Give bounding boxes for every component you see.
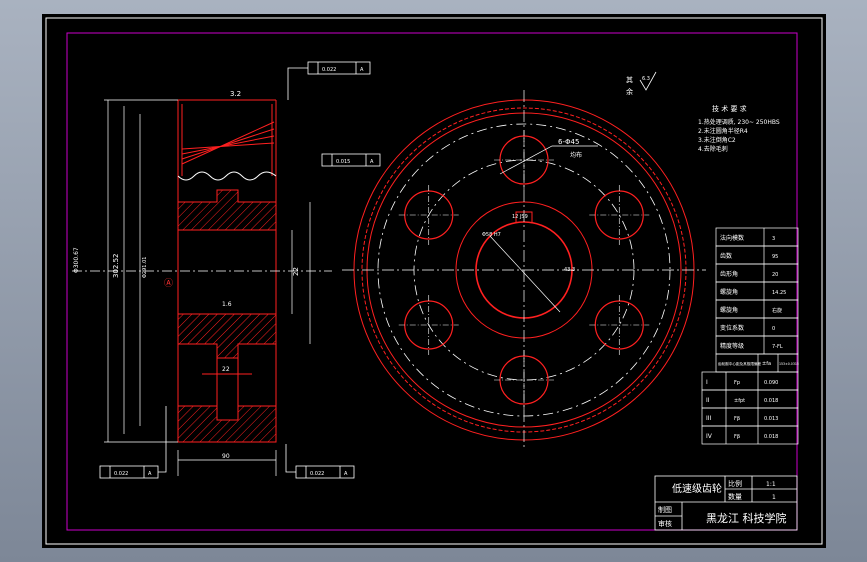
dim-fw-text: 90 bbox=[222, 453, 230, 460]
gdt-bl-datum: A bbox=[148, 471, 152, 477]
scale-value: 1:1 bbox=[766, 481, 776, 488]
rim-lower-section bbox=[177, 405, 277, 443]
param-label: 齿数 bbox=[720, 252, 732, 260]
tol-row-box bbox=[701, 425, 799, 445]
param-subhead-a: 齿轮副中心距及其极限偏差 bbox=[718, 361, 762, 366]
tol-row-box bbox=[701, 371, 799, 391]
tol-symbol: ±fpt bbox=[734, 398, 745, 404]
gdt-mid-datum: A bbox=[370, 159, 374, 165]
keyway-callout: 12 JS9 bbox=[512, 214, 528, 220]
inner-border bbox=[66, 32, 798, 531]
rough-note-symbol bbox=[639, 71, 657, 91]
section-dimensions bbox=[104, 99, 311, 476]
param-subhead-b: ±fa bbox=[762, 361, 771, 367]
param-label: 变位系数 bbox=[720, 324, 744, 332]
gdt-top-tol: 0.022 bbox=[322, 67, 336, 73]
outer-border bbox=[45, 17, 823, 545]
tol-symbol: Fp bbox=[734, 380, 740, 386]
tol-symbol: Fβ bbox=[734, 416, 740, 422]
tol-row-box bbox=[701, 407, 799, 427]
part-name: 低速级齿轮 bbox=[672, 482, 722, 495]
gdt-br-datum: A bbox=[344, 471, 348, 477]
helix-line-1 bbox=[181, 121, 275, 165]
gdt-bl-tol: 0.022 bbox=[114, 471, 128, 477]
param-label: 齿形角 bbox=[720, 270, 738, 278]
qty-label: 数量 bbox=[728, 492, 742, 501]
tol-row-box bbox=[701, 389, 799, 409]
tol-group: I bbox=[706, 379, 708, 386]
param-value: 3 bbox=[772, 236, 775, 242]
web-lower-section bbox=[177, 313, 277, 359]
param-subhead-c: 153±0.0315 bbox=[779, 362, 799, 366]
bore-callout: Φ58 H7 bbox=[482, 232, 501, 238]
hole-pattern-text: 均布 bbox=[570, 151, 582, 159]
rough-note-top: 其 bbox=[626, 76, 633, 84]
gdt-mid-tol: 0.015 bbox=[336, 159, 350, 165]
gdt-br-tol: 0.022 bbox=[310, 471, 324, 477]
helix-line-3 bbox=[181, 135, 275, 155]
qty-value: 1 bbox=[772, 494, 776, 501]
break-line bbox=[177, 171, 277, 181]
title-block bbox=[654, 475, 798, 531]
gdt-top-datum: A bbox=[360, 67, 364, 73]
dim-d1-text: 302.52 bbox=[112, 254, 120, 279]
param-value: 右旋 bbox=[772, 307, 782, 314]
tol-value: 0.018 bbox=[764, 398, 778, 404]
rough-note-value: 6.3 bbox=[642, 76, 650, 82]
drawn-label: 制图 bbox=[658, 505, 672, 514]
tol-group: II bbox=[706, 397, 710, 404]
hole-leader bbox=[499, 145, 598, 175]
tech-req-item: 4.去除毛刺 bbox=[698, 145, 728, 153]
dim-hub-text: 22 bbox=[292, 267, 300, 276]
dim-22-text: 22 bbox=[222, 366, 230, 373]
lightening-holes bbox=[398, 130, 650, 410]
datum-A-marker: Ⓐ bbox=[164, 278, 173, 289]
bore-leader bbox=[489, 235, 561, 313]
tol-group: IV bbox=[706, 433, 713, 440]
rough-bore-symbol: 1.6 bbox=[222, 301, 232, 308]
school-name: 黑龙江 科技学院 bbox=[706, 511, 787, 525]
section-view bbox=[177, 99, 277, 443]
drawing-canvas[interactable]: Φ300.67 302.52 Φ291.01 22 22 90 Ⓐ 3.2 1.… bbox=[42, 14, 826, 548]
front-view bbox=[342, 90, 706, 450]
dim-od-text: Φ300.67 bbox=[73, 247, 80, 273]
tol-value: 0.018 bbox=[764, 434, 778, 440]
rough-top-symbol: 3.2 bbox=[230, 90, 241, 98]
param-label: 法向模数 bbox=[720, 234, 744, 242]
gdt-frame-top: 0.022 A bbox=[287, 61, 371, 100]
tol-group: III bbox=[706, 415, 712, 422]
drawing-svg: Φ300.67 302.52 Φ291.01 22 22 90 Ⓐ 3.2 1.… bbox=[45, 17, 823, 545]
tech-req-item: 3.未注倒角C2 bbox=[698, 136, 736, 144]
web-upper-section bbox=[177, 189, 277, 231]
hole-callout: 6-Φ45 bbox=[558, 138, 579, 146]
helix-line-2 bbox=[181, 128, 275, 160]
rough-note-bottom: 余 bbox=[626, 87, 633, 96]
tol-value: 0.013 bbox=[764, 416, 778, 422]
tech-req-item: 2.未注圆角半径R4 bbox=[698, 127, 748, 135]
dim-d2-text: Φ291.01 bbox=[142, 257, 148, 278]
tech-req-list: 1.热处理调质, 230~ 250HBS2.未注圆角半径R43.未注倒角C24.… bbox=[698, 118, 780, 153]
tol-symbol: Fβ bbox=[734, 434, 740, 440]
param-label: 螺旋角 bbox=[720, 288, 738, 296]
scale-label: 比例 bbox=[728, 479, 742, 488]
helix-line-4 bbox=[181, 142, 275, 150]
gdt-frame-bottom-right: 0.022 A bbox=[285, 444, 355, 479]
param-label: 螺旋角 bbox=[720, 306, 738, 314]
param-value: 0 bbox=[772, 326, 775, 332]
gdt-frame-mid: 0.015 A bbox=[321, 153, 381, 167]
param-value: 20 bbox=[772, 272, 778, 278]
keydepth-callout: 43.3 bbox=[564, 267, 575, 273]
tech-req-item: 1.热处理调质, 230~ 250HBS bbox=[698, 118, 780, 126]
gdt-frame-bottom-left: 0.022 A bbox=[99, 406, 167, 479]
param-value: 14.25 bbox=[772, 290, 786, 296]
param-label: 精度等级 bbox=[720, 342, 744, 350]
param-value: 95 bbox=[772, 254, 778, 260]
tech-req-heading: 技 术 要 求 bbox=[712, 104, 747, 113]
tol-value: 0.090 bbox=[764, 380, 778, 386]
param-value: 7-FL bbox=[772, 344, 783, 350]
checked-label: 审核 bbox=[658, 519, 672, 528]
